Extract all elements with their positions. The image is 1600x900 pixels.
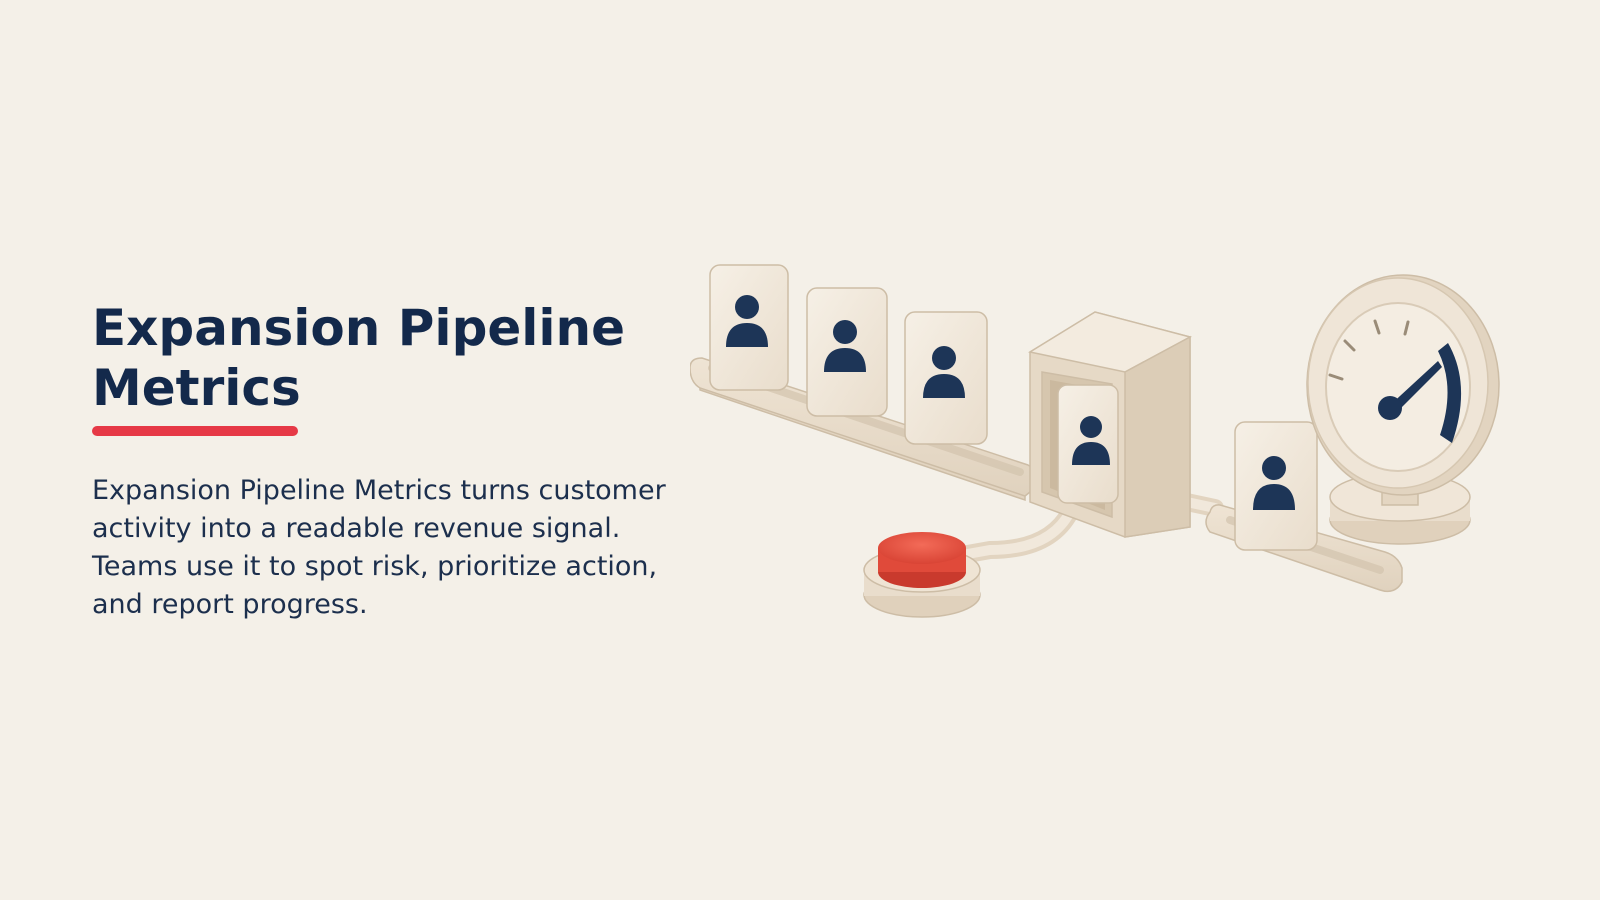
pipeline-illustration <box>690 264 1500 618</box>
page-title: Expansion Pipeline Metrics <box>92 299 626 417</box>
body-text: Expansion Pipeline Metrics turns custome… <box>92 475 666 620</box>
text-block: Expansion Pipeline Metrics Expansion Pip… <box>92 298 692 624</box>
person-card-icon <box>1057 384 1119 504</box>
title-underline <box>92 426 298 436</box>
red-button-icon[interactable] <box>863 532 981 618</box>
person-card-icon <box>806 287 888 417</box>
person-card-icon <box>709 264 789 391</box>
button-connector <box>953 503 1079 564</box>
person-card-icon <box>904 311 988 445</box>
person-card-icon <box>1234 421 1318 551</box>
gauge-icon <box>1306 274 1500 545</box>
